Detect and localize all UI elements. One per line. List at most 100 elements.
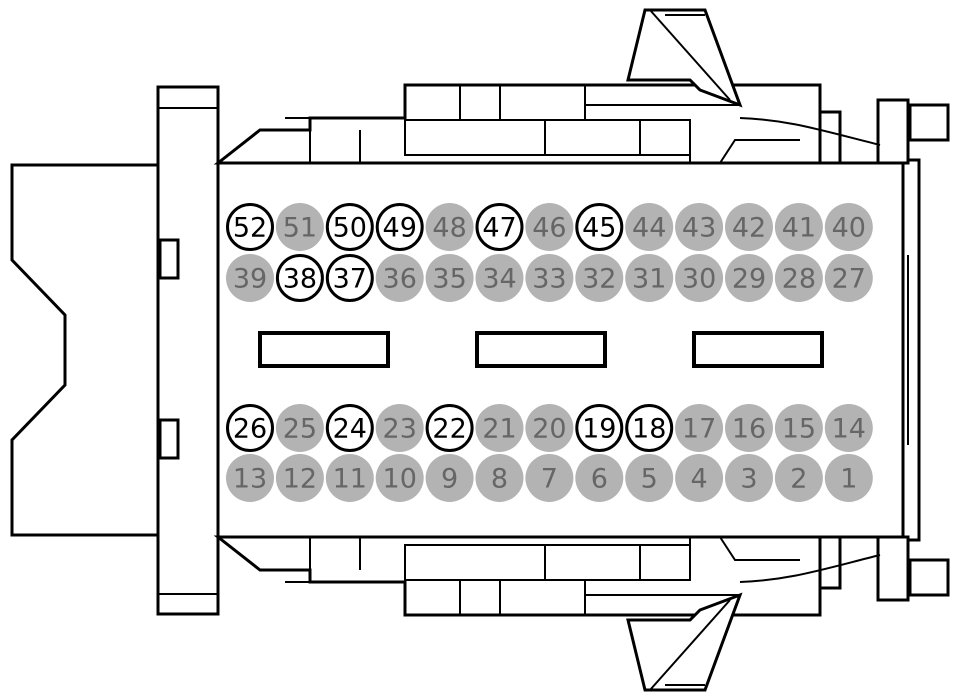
pin-circle [375, 254, 424, 302]
pin-number: 43 [682, 213, 716, 244]
pin-23: 23 [375, 404, 424, 452]
pin-circle [824, 254, 873, 302]
pin-circle [675, 404, 724, 452]
pin-number: 33 [532, 264, 566, 295]
pin-25: 25 [275, 404, 324, 452]
pin-circle [425, 203, 474, 251]
pin-number: 3 [740, 464, 757, 495]
pin-circle [625, 254, 674, 302]
pin-13: 13 [226, 454, 274, 502]
pin-number: 45 [582, 213, 616, 244]
top-end-block [818, 110, 842, 165]
pin-16: 16 [725, 404, 773, 452]
pin-20: 20 [525, 404, 574, 452]
pin-circle [625, 454, 674, 502]
pin-number: 34 [482, 264, 516, 295]
pin-circle [275, 254, 324, 302]
pin-circle [725, 203, 773, 251]
pin-48: 48 [425, 203, 474, 251]
pin-circle [325, 254, 374, 302]
pin-7: 7 [525, 454, 574, 502]
pin-27: 27 [824, 254, 873, 302]
pin-circle [525, 203, 574, 251]
pin-38: 38 [275, 254, 324, 302]
pin-33: 33 [525, 254, 574, 302]
pin-40: 40 [824, 203, 873, 251]
pin-41: 41 [774, 203, 823, 251]
pin-51: 51 [275, 203, 324, 251]
pin-19: 19 [575, 404, 624, 452]
pin-number: 37 [333, 264, 367, 295]
pin-circle [725, 254, 773, 302]
pin-number: 42 [732, 213, 766, 244]
pin-18: 18 [625, 404, 674, 452]
pin-circle [325, 454, 374, 502]
pin-circle [475, 203, 524, 251]
pin-number: 30 [682, 264, 716, 295]
pin-circle [475, 254, 524, 302]
connector-housing [10, 8, 950, 692]
pin-circle [325, 404, 374, 452]
pin-28: 28 [774, 254, 823, 302]
pin-number: 32 [582, 264, 616, 295]
pin-number: 29 [732, 264, 766, 295]
right-rail [901, 158, 921, 542]
pin-47: 47 [475, 203, 524, 251]
pin-45: 45 [575, 203, 624, 251]
left-flange [156, 85, 220, 616]
pin-number: 17 [682, 414, 716, 445]
pin-number: 50 [333, 213, 367, 244]
pin-number: 8 [491, 464, 508, 495]
pin-circle [226, 404, 274, 452]
keying-slot-left [258, 331, 390, 368]
pin-46: 46 [525, 203, 574, 251]
pin-21: 21 [475, 404, 524, 452]
pin-44: 44 [625, 203, 674, 251]
pin-number: 16 [732, 414, 766, 445]
pin-circle [275, 203, 324, 251]
pin-number: 48 [432, 213, 466, 244]
pin-circle [226, 254, 274, 302]
pin-number: 24 [333, 414, 367, 445]
pin-26: 26 [226, 404, 274, 452]
pin-circle [425, 254, 474, 302]
pin-10: 10 [375, 454, 424, 502]
pin-43: 43 [675, 203, 724, 251]
pin-circle [824, 454, 873, 502]
flange-tab-top [158, 238, 180, 280]
pin-number: 13 [233, 464, 267, 495]
pin-11: 11 [325, 454, 374, 502]
pin-6: 6 [575, 454, 624, 502]
pin-circle [226, 203, 274, 251]
pin-number: 41 [782, 213, 816, 244]
pin-circle [475, 404, 524, 452]
pin-circle [774, 404, 823, 452]
pin-30: 30 [675, 254, 724, 302]
pin-circle [774, 203, 823, 251]
pin-9: 9 [425, 454, 474, 502]
pin-circle [275, 404, 324, 452]
pin-number: 2 [790, 464, 807, 495]
pin-circle [275, 454, 324, 502]
pin-number: 11 [333, 464, 367, 495]
pin-35: 35 [425, 254, 474, 302]
bottom-end-block [818, 535, 842, 590]
pin-36: 36 [375, 254, 424, 302]
pin-circle [675, 454, 724, 502]
pin-4: 4 [675, 454, 724, 502]
pin-42: 42 [725, 203, 773, 251]
pin-8: 8 [475, 454, 524, 502]
pin-number: 23 [383, 414, 417, 445]
pin-circle [774, 454, 823, 502]
pin-number: 52 [233, 213, 267, 244]
pin-number: 7 [541, 464, 558, 495]
pin-31: 31 [625, 254, 674, 302]
pin-circle [824, 404, 873, 452]
keying-slot-center [475, 331, 607, 368]
pin-number: 47 [482, 213, 516, 244]
pin-2: 2 [774, 454, 823, 502]
pin-number: 12 [283, 464, 317, 495]
pin-number: 27 [832, 264, 866, 295]
